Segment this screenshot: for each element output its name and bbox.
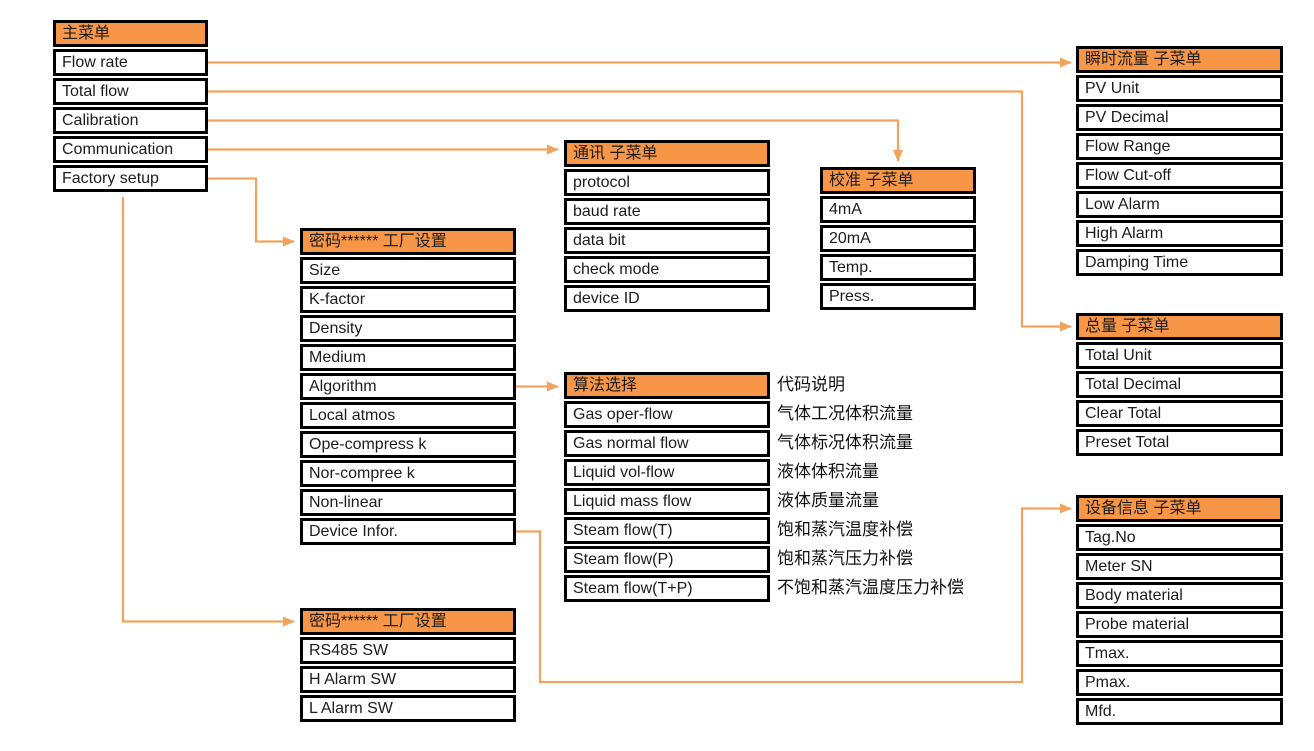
menu-item: Body material <box>1076 582 1283 609</box>
menu-box-instant-flow-header: 瞬时流量 子菜单 <box>1076 46 1283 73</box>
menu-box-total-header: 总量 子菜单 <box>1076 313 1283 340</box>
menu-item: PV Decimal <box>1076 104 1283 131</box>
menu-item: High Alarm <box>1076 220 1283 247</box>
menu-item: Tag.No <box>1076 524 1283 551</box>
menu-box-factory-setup-password-header: 密码****** 工厂设置 <box>300 608 516 635</box>
menu-item: Medium <box>300 344 516 371</box>
menu-item: Local atmos <box>300 402 516 429</box>
menu-item: K-factor <box>300 286 516 313</box>
menu-item: RS485 SW <box>300 637 516 664</box>
menu-item: Mfd. <box>1076 698 1283 725</box>
menu-item: data bit <box>564 227 770 254</box>
menu-item: Total Decimal <box>1076 371 1283 398</box>
menu-item: Gas normal flow <box>564 430 770 457</box>
menu-item: L Alarm SW <box>300 695 516 722</box>
menu-item: Algorithm <box>300 373 516 400</box>
menu-item: Liquid vol-flow <box>564 459 770 486</box>
menu-item: Pmax. <box>1076 669 1283 696</box>
menu-item: check mode <box>564 256 770 283</box>
menu-item: Damping Time <box>1076 249 1283 276</box>
menu-box-main-header: 主菜单 <box>53 20 208 47</box>
menu-item: baud rate <box>564 198 770 225</box>
menu-item: Flow rate <box>53 49 208 76</box>
menu-item: Communication <box>53 136 208 163</box>
menu-item: Gas oper-flow <box>564 401 770 428</box>
menu-item: Tmax. <box>1076 640 1283 667</box>
menu-item: Non-linear <box>300 489 516 516</box>
menu-item: H Alarm SW <box>300 666 516 693</box>
menu-item: Total flow <box>53 78 208 105</box>
algorithm-annotation: 代码说明 <box>777 375 845 394</box>
algorithm-annotation: 饱和蒸汽压力补偿 <box>777 549 913 568</box>
menu-item: Steam flow(T+P) <box>564 575 770 602</box>
menu-item: Temp. <box>820 254 976 281</box>
menu-item: Steam flow(P) <box>564 546 770 573</box>
menu-item: Flow Range <box>1076 133 1283 160</box>
menu-item: Probe material <box>1076 611 1283 638</box>
algorithm-annotation: 饱和蒸汽温度补偿 <box>777 520 913 539</box>
connector-factory-setup-to-factory-menu <box>207 177 295 247</box>
menu-item: Ope-compress k <box>300 431 516 458</box>
menu-item: device ID <box>564 285 770 312</box>
algorithm-annotation: 气体工况体积流量 <box>777 404 913 423</box>
menu-item: Liquid mass flow <box>564 488 770 515</box>
menu-item: Steam flow(T) <box>564 517 770 544</box>
menu-item: Size <box>300 257 516 284</box>
menu-box-communication-header: 通讯 子菜单 <box>564 140 770 167</box>
menu-item: 20mA <box>820 225 976 252</box>
menu-item: Total Unit <box>1076 342 1283 369</box>
menu-box-device-info-header: 设备信息 子菜单 <box>1076 495 1283 522</box>
menu-box-factory-setup-header: 密码****** 工厂设置 <box>300 228 516 255</box>
connector-calibration-to-calibration-submenu <box>207 119 903 162</box>
menu-box-calibration-header: 校准 子菜单 <box>820 167 976 194</box>
menu-item: Flow Cut-off <box>1076 162 1283 189</box>
menu-item: Press. <box>820 283 976 310</box>
menu-item: Calibration <box>53 107 208 134</box>
menu-item: Preset Total <box>1076 429 1283 456</box>
algorithm-annotation: 不饱和蒸汽温度压力补偿 <box>777 578 964 597</box>
menu-item: Device Infor. <box>300 518 516 545</box>
menu-item: Density <box>300 315 516 342</box>
menu-item: protocol <box>564 169 770 196</box>
menu-item: Low Alarm <box>1076 191 1283 218</box>
menu-item: Clear Total <box>1076 400 1283 427</box>
menu-item: Nor-compree k <box>300 460 516 487</box>
algorithm-annotation: 气体标况体积流量 <box>777 433 913 452</box>
menu-item: Meter SN <box>1076 553 1283 580</box>
menu-item: PV Unit <box>1076 75 1283 102</box>
algorithm-annotation: 液体质量流量 <box>777 491 879 510</box>
algorithm-annotation: 液体体积流量 <box>777 462 879 481</box>
menu-item: Factory setup <box>53 165 208 192</box>
algorithm-annotations: 代码说明气体工况体积流量气体标况体积流量液体体积流量液体质量流量饱和蒸汽温度补偿… <box>777 372 964 604</box>
menu-item: 4mA <box>820 196 976 223</box>
menu-box-algorithm-header: 算法选择 <box>564 372 770 399</box>
connector-main-to-factory-password-menu <box>121 197 295 627</box>
